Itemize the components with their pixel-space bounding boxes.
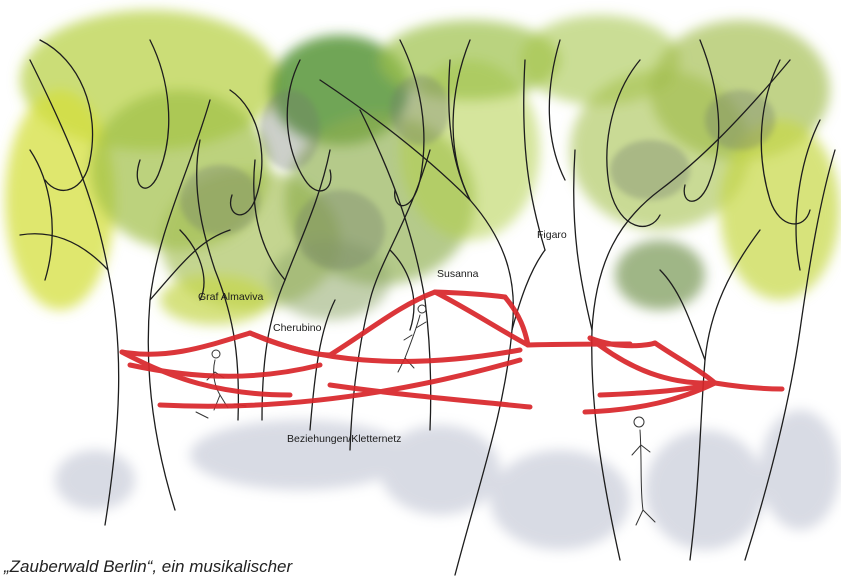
label-cherubino: Cherubino <box>273 322 321 334</box>
label-graf-almaviva: Graf Almaviva <box>198 291 263 303</box>
trunk-shadows <box>55 410 840 550</box>
label-figaro: Figaro <box>537 229 567 241</box>
label-kletternetz: Beziehungen/Kletternetz <box>287 433 401 445</box>
label-susanna: Susanna <box>437 268 478 280</box>
caption-text: „Zauberwald Berlin“, ein musikalischer <box>4 557 292 577</box>
